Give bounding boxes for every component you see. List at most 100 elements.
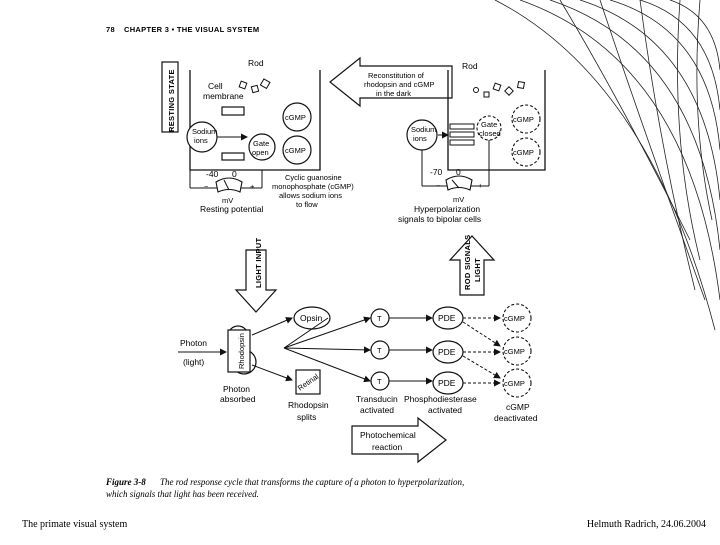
cell-membrane-label-2: membrane <box>203 91 244 101</box>
gate-label-1: Gate <box>253 139 269 148</box>
sodium-label-1: Sodium <box>192 127 217 136</box>
rhodopsin-splits-1: Rhodopsin <box>288 400 329 410</box>
rod-label-left: Rod <box>248 58 264 68</box>
cgmp-label-2: cGMP <box>285 146 306 155</box>
cgmp-label-1: cGMP <box>285 113 306 122</box>
decorative-curves <box>494 0 720 331</box>
cgmp-dashed-circle <box>502 336 532 366</box>
photon-absorbed-2: absorbed <box>220 394 256 404</box>
cgmp-dashed-circle <box>511 137 541 167</box>
reconstitution-arrow: Reconstitution of rhodopsin and cGMP in … <box>329 56 453 108</box>
opsin-label: Opsin <box>300 313 322 323</box>
pde-label-1: PDE <box>438 313 456 323</box>
resting-state-tab <box>161 61 179 133</box>
reconstitution-3: in the dark <box>376 89 411 98</box>
t-label-2: T <box>377 346 382 355</box>
cgmp-dashed-circle <box>511 104 541 134</box>
pde-activated-1: Phosphodiesterase <box>404 394 477 404</box>
photochemical-arrow: Photochemical reaction <box>351 416 447 464</box>
cgmp-dashed-circle <box>502 368 532 398</box>
light-input-label: LIGHT INPUT <box>254 238 263 288</box>
caption-line-2: which signals that light has been receiv… <box>106 489 259 499</box>
footer-author-date: Helmuth Radrich, 24.06.2004 <box>586 519 706 530</box>
rod-outline-right <box>447 70 546 171</box>
rod-label-right: Rod <box>462 61 478 71</box>
photon-label: Photon <box>180 338 207 348</box>
chapter-header: CHAPTER 3 • THE VISUAL SYSTEM <box>124 25 259 34</box>
meter-zero-right: 0 <box>456 167 461 177</box>
transducin-2: activated <box>360 405 394 415</box>
gate-closed-circle <box>476 115 502 141</box>
rod-signals-label-2: LIGHT <box>473 258 482 282</box>
gate-open-circle <box>248 133 276 161</box>
molecule-shape <box>238 80 248 90</box>
meter-zero-left: 0 <box>232 169 237 179</box>
transducin-1: Transducin <box>356 394 398 404</box>
photon-absorbed-1: Photon <box>223 384 250 394</box>
gate-label-2: open <box>252 148 269 157</box>
rhodopsin-splits-2: splits <box>297 412 316 422</box>
cascade-panel: Photon (light) Rhodopsin Photon absorbed… <box>178 303 538 423</box>
rhodopsin-shape <box>227 329 251 373</box>
membrane-bar <box>221 152 245 161</box>
pde-activated-2: activated <box>428 405 462 415</box>
retinal-shape <box>295 369 321 395</box>
gate-closed-2: closed <box>479 129 501 138</box>
gate-closed-1: Gate <box>481 120 497 129</box>
page-number: 78 <box>106 25 115 34</box>
meter-unit-left: mV <box>222 196 233 205</box>
resting-state-label: RESTING STATE <box>167 69 176 132</box>
cgmp-note-4: to flow <box>296 200 318 209</box>
hyperpolarization-panel: Rod Sodium ions Gate closed cGMP cGMP -7… <box>398 61 546 224</box>
rod-signals-arrow: ROD SIGNALS LIGHT <box>448 235 496 296</box>
cgmp-circle <box>282 135 312 165</box>
resting-state-panel: RESTING STATE Rod Cell membrane Sodium i… <box>161 58 354 214</box>
pde-label-2: PDE <box>438 347 456 357</box>
cgmp-note-2: monophosphate (cGMP) <box>272 182 354 191</box>
meter-neg-right: -70 <box>430 167 443 177</box>
light-input-arrow: LIGHT INPUT <box>234 238 278 313</box>
pde-label-3: PDE <box>438 378 456 388</box>
voltmeter-icon <box>445 175 473 191</box>
sodium-label-r2: ions <box>413 134 427 143</box>
rod-signals-label-1: ROD SIGNALS <box>463 235 472 290</box>
cell-membrane-label-1: Cell <box>208 81 223 91</box>
cgmp-deactivated-2: deactivated <box>494 413 538 423</box>
hyper-caption-2: signals to bipolar cells <box>398 214 481 224</box>
molecule-shape <box>250 84 260 94</box>
meter-minus-left: − <box>204 182 209 191</box>
cgmp-note-3: allows sodium ions <box>279 191 342 200</box>
cgmp-circle <box>282 102 312 132</box>
cgmp-c3: cGMP <box>504 379 525 388</box>
rhodopsin-label: Rhodopsin <box>237 333 246 369</box>
t-label-1: T <box>377 314 382 323</box>
caption-line-1: The rod response cycle that transforms t… <box>160 477 464 487</box>
sodium-label-r1: Sodium <box>411 125 436 134</box>
cgmp-right-2: cGMP <box>513 148 534 157</box>
photochemical-2: reaction <box>372 442 403 452</box>
caption-figure: Figure 3-8 <box>105 477 146 487</box>
t-label-3: T <box>377 377 382 386</box>
light-label: (light) <box>183 357 204 367</box>
membrane-bar <box>221 106 245 116</box>
sodium-label-2: ions <box>194 136 208 145</box>
meter-plus-left: + <box>250 182 255 191</box>
hyper-caption-1: Hyperpolarization <box>414 204 480 214</box>
voltmeter-icon <box>215 177 243 193</box>
rod-outline-left <box>189 70 321 171</box>
cgmp-dashed-circle <box>502 303 532 333</box>
meter-minus-right: − <box>436 181 441 190</box>
cgmp-deactivated-1: cGMP <box>506 402 530 412</box>
meter-plus-right: + <box>478 181 483 190</box>
molecule-shape <box>259 78 271 90</box>
cgmp-c1: cGMP <box>504 314 525 323</box>
meter-unit-right: mV <box>453 195 464 204</box>
reconstitution-2: rhodopsin and cGMP <box>364 80 434 89</box>
cgmp-right-1: cGMP <box>513 115 534 124</box>
meter-neg-left: -40 <box>206 169 219 179</box>
cgmp-note-1: Cyclic guanosine <box>285 173 342 182</box>
photochemical-1: Photochemical <box>360 430 416 440</box>
resting-potential-label: Resting potential <box>200 204 263 214</box>
